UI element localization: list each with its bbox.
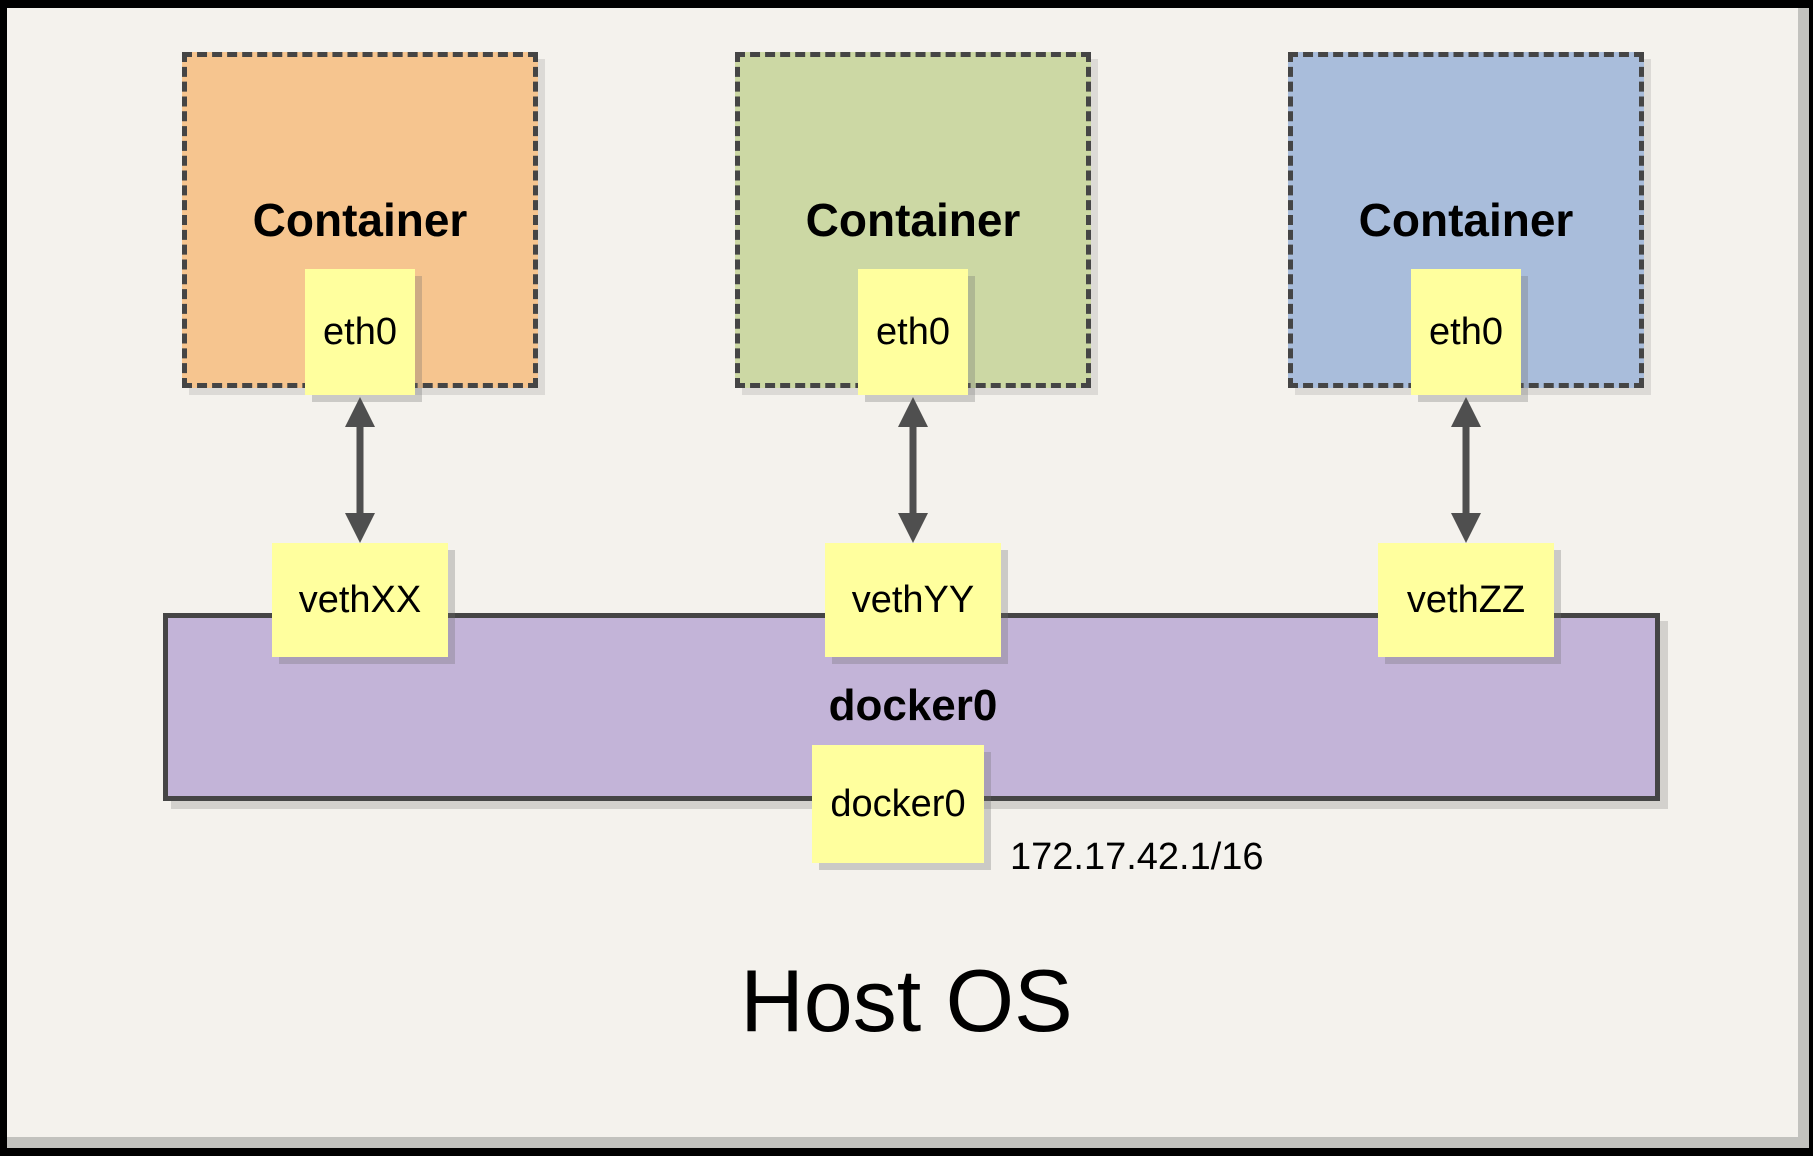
eth0-box-2: eth0 <box>858 269 968 395</box>
double-arrow-icon-2 <box>898 397 928 543</box>
host-os-label: Host OS <box>740 951 1073 1050</box>
container-title-2: Container <box>805 194 1021 246</box>
bridge-ip-label: 172.17.42.1/16 <box>1010 836 1264 878</box>
veth-label-1: vethXX <box>298 578 422 621</box>
docker0-interface-label: docker0 <box>830 782 966 825</box>
eth0-label-1: eth0 <box>323 310 397 353</box>
veth-label-2: vethYY <box>851 578 975 621</box>
container-box-1: Container <box>182 52 538 388</box>
docker0-interface-box: docker0 <box>812 745 984 863</box>
eth0-label-3: eth0 <box>1429 310 1503 353</box>
veth-box-3: vethZZ <box>1378 543 1554 657</box>
container-title-1: Container <box>252 194 468 246</box>
veth-box-2: vethYY <box>825 543 1001 657</box>
eth0-box-3: eth0 <box>1411 269 1521 395</box>
container-title-3: Container <box>1358 194 1574 246</box>
veth-box-1: vethXX <box>272 543 448 657</box>
eth0-box-1: eth0 <box>305 269 415 395</box>
docker0-bridge-title: docker0 <box>828 681 998 730</box>
double-arrow-icon-1 <box>345 397 375 543</box>
veth-label-3: vethZZ <box>1406 578 1526 621</box>
double-arrow-icon-3 <box>1451 397 1481 543</box>
eth0-label-2: eth0 <box>876 310 950 353</box>
